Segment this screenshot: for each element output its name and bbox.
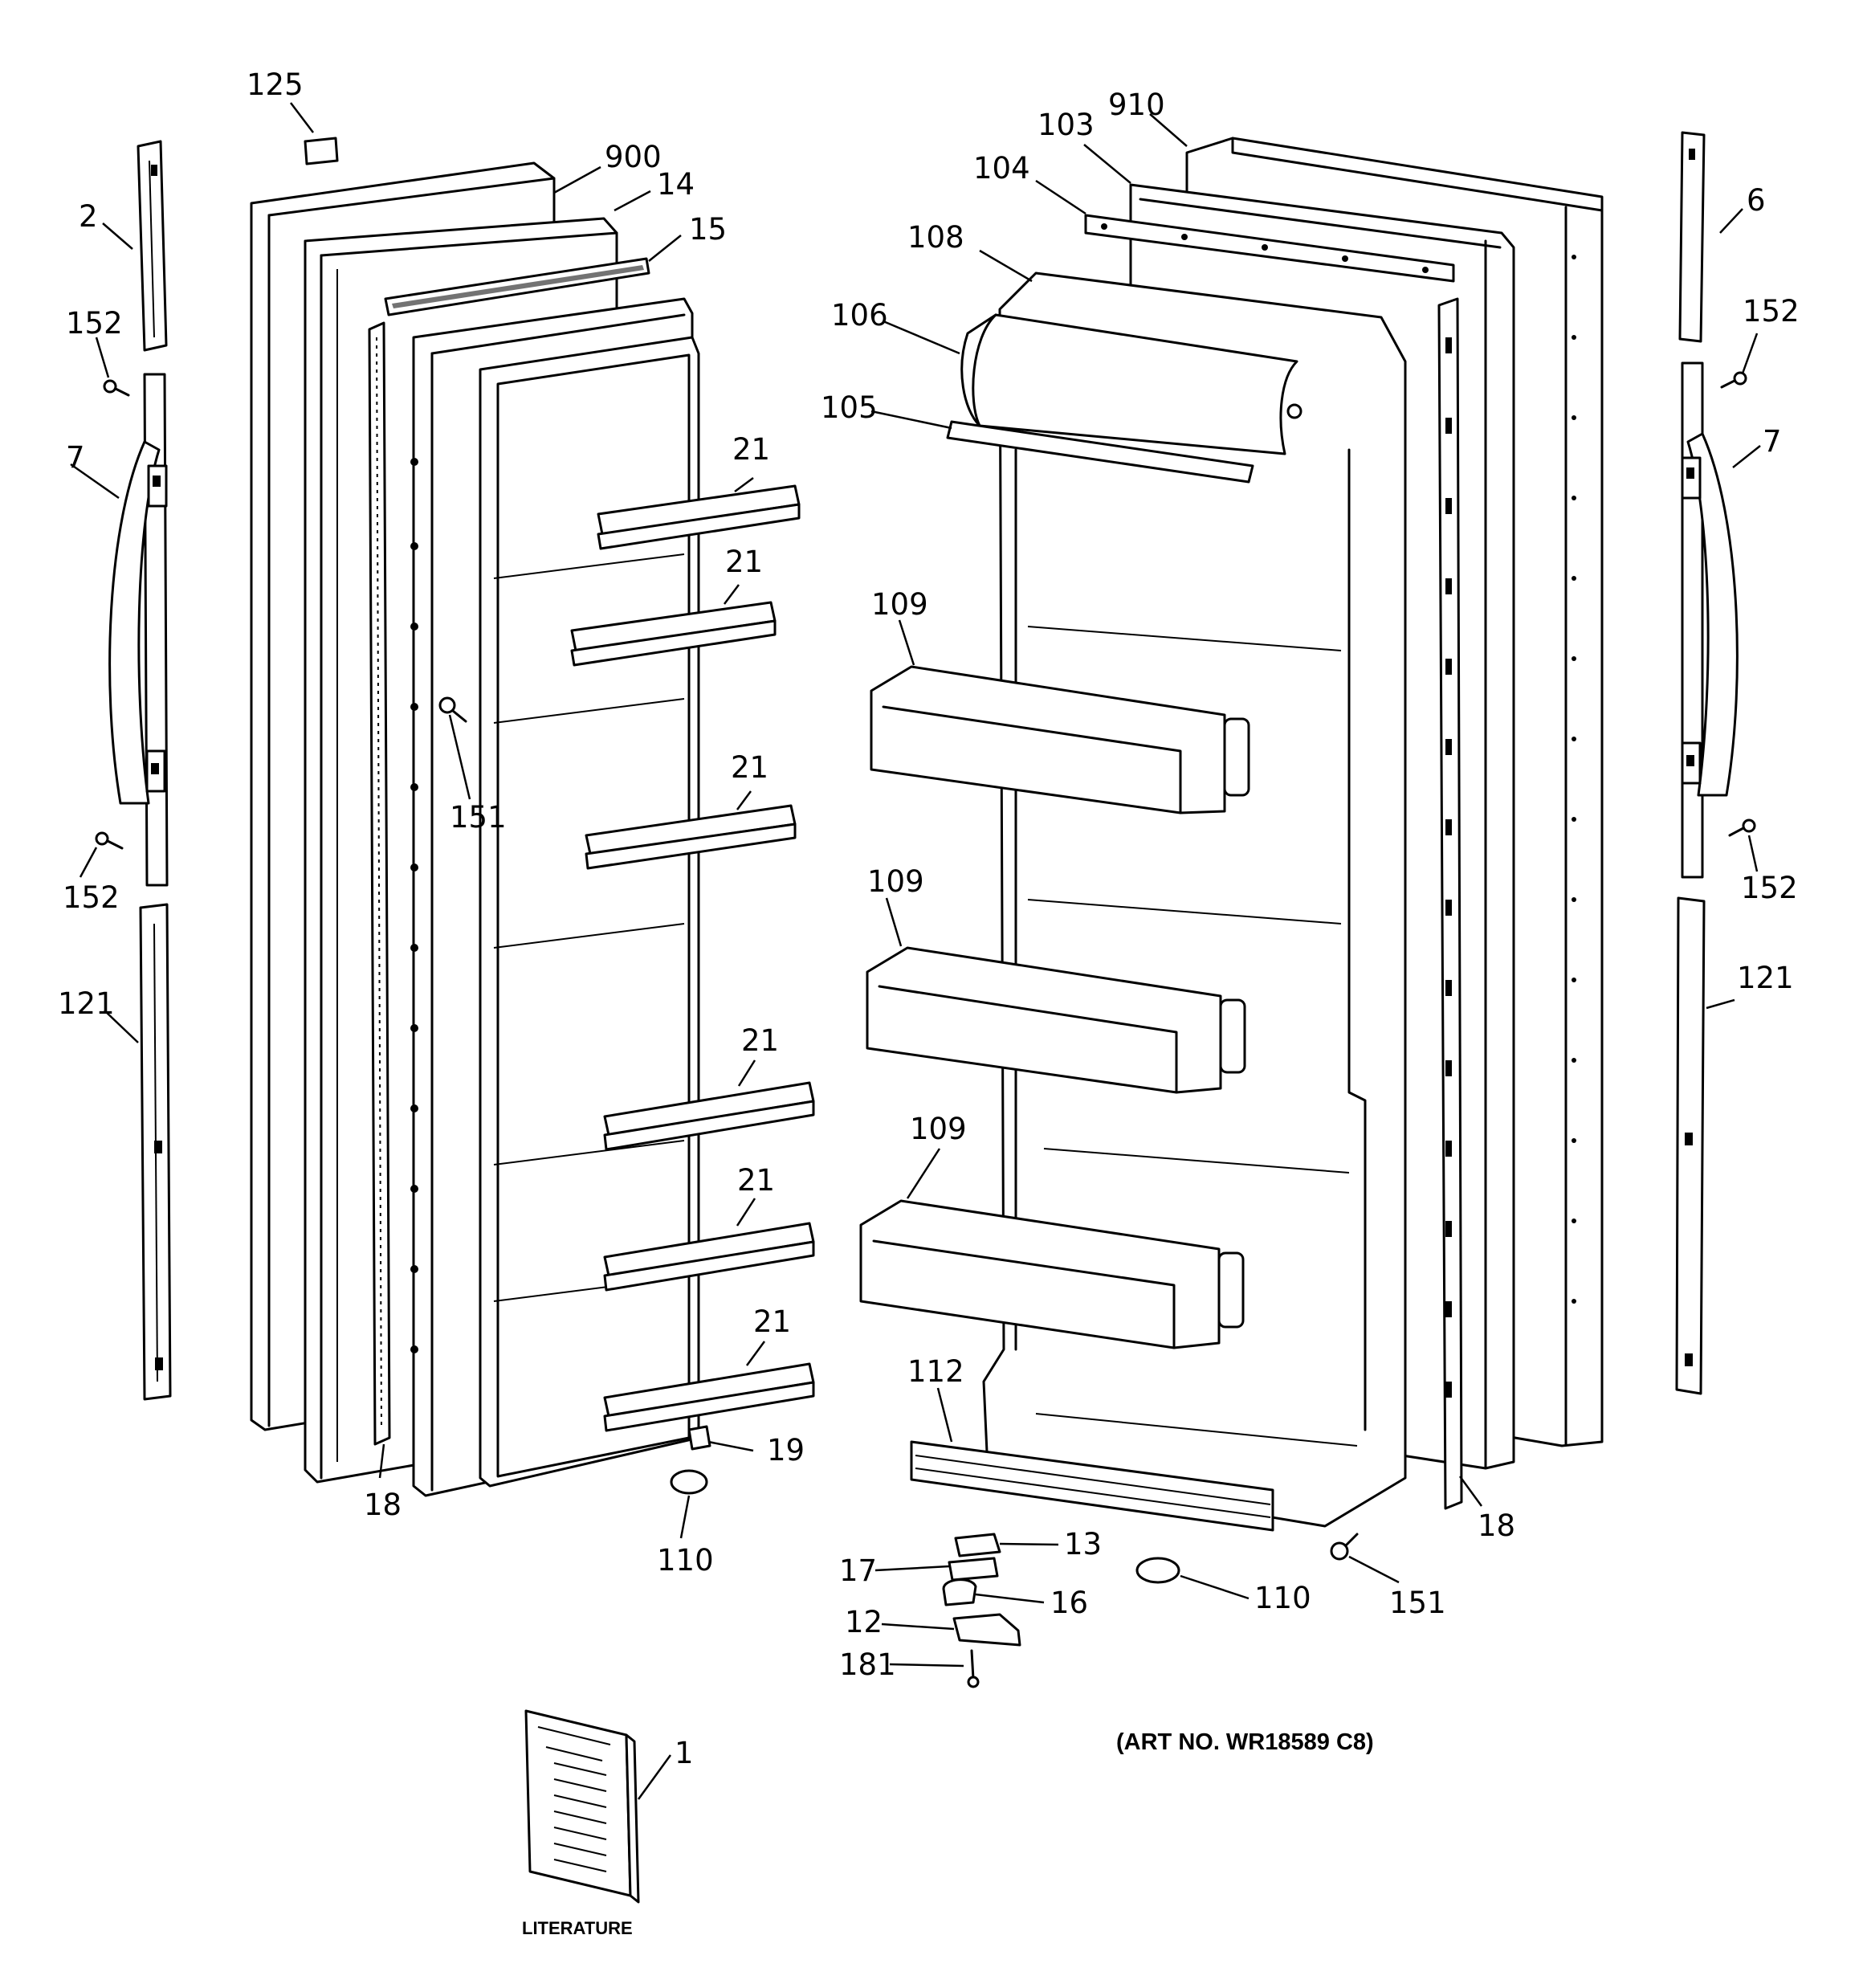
callout-152-left-top: 152 — [66, 306, 123, 341]
callout-7-left: 7 — [66, 440, 85, 475]
part-151-screw-right — [1330, 1533, 1359, 1561]
callout-900: 900 — [605, 140, 662, 174]
part-16-hinge-pin-bushing — [942, 1578, 977, 1606]
callout-2: 2 — [79, 199, 98, 234]
callout-121-right: 121 — [1737, 961, 1794, 995]
callout-13: 13 — [1064, 1527, 1102, 1561]
part-13-hinge-shim — [954, 1533, 1001, 1557]
callout-181: 181 — [839, 1647, 896, 1682]
callout-18-right: 18 — [1478, 1508, 1515, 1543]
callout-106: 106 — [831, 298, 888, 333]
callout-109-1: 109 — [871, 587, 928, 622]
part-21-shelf-5 — [603, 1222, 815, 1292]
callout-21-2: 21 — [725, 545, 763, 579]
callout-110-right: 110 — [1254, 1581, 1311, 1615]
callout-12: 12 — [845, 1605, 883, 1639]
callout-110-left: 110 — [657, 1543, 714, 1578]
part-21-shelf-4 — [603, 1081, 815, 1151]
fresh-food-door-assembly — [859, 137, 1604, 1532]
part-152-screw-right-bottom — [1728, 818, 1756, 837]
callout-151-right: 151 — [1389, 1586, 1446, 1620]
callout-15: 15 — [689, 212, 727, 247]
callout-21-3: 21 — [731, 750, 768, 785]
part-21-shelf-6 — [603, 1362, 815, 1432]
part-21-shelf-1 — [597, 484, 801, 550]
callout-6: 6 — [1747, 183, 1766, 218]
callout-152-right-top: 152 — [1743, 294, 1800, 329]
callout-152-left-bottom: 152 — [63, 880, 120, 915]
part-109-door-bin-2 — [866, 946, 1246, 1094]
part-21-shelf-3 — [585, 804, 797, 870]
part-109-door-bin-3 — [859, 1199, 1245, 1349]
callout-104: 104 — [973, 151, 1030, 186]
callout-21-1: 21 — [732, 432, 770, 467]
part-12-hinge-bracket — [952, 1613, 1021, 1647]
callout-152-right-bottom: 152 — [1741, 871, 1798, 905]
callout-21-5: 21 — [737, 1163, 775, 1198]
part-17-hinge-spacer — [948, 1557, 999, 1582]
callout-108: 108 — [907, 220, 964, 255]
callout-17: 17 — [839, 1553, 877, 1588]
bottom-hinge-assembly — [942, 1533, 1021, 1688]
callout-109-2: 109 — [867, 864, 924, 899]
callout-109-3: 109 — [910, 1112, 967, 1146]
part-105-dairy-door — [946, 420, 1254, 484]
callout-105: 105 — [821, 390, 878, 425]
part-152-screw-left-bottom — [95, 831, 124, 850]
callout-18-left: 18 — [364, 1488, 402, 1522]
callout-21-6: 21 — [753, 1304, 791, 1339]
callout-16: 16 — [1050, 1586, 1088, 1620]
callout-125: 125 — [247, 67, 304, 102]
left-handle-assembly — [95, 140, 172, 1401]
callout-7-right: 7 — [1763, 424, 1782, 459]
part-152-screw-right-top — [1720, 371, 1747, 389]
part-109-door-bin-1 — [870, 665, 1250, 814]
callout-leader-lines — [70, 102, 1761, 1800]
part-21-shelf-2 — [570, 601, 777, 667]
callout-121-left: 121 — [58, 986, 115, 1021]
part-108-fresh-food-inner-liner — [982, 271, 1407, 1528]
callout-103: 103 — [1037, 108, 1095, 142]
part-151-screw-freezer — [438, 696, 467, 723]
callout-151-freezer: 151 — [450, 800, 507, 835]
part-7-handle-right — [1681, 361, 1739, 879]
part-110-cap-right — [1135, 1557, 1180, 1584]
part-6-top-handle-trim — [1678, 131, 1706, 343]
part-1-literature-booklet — [524, 1709, 640, 1904]
callout-19: 19 — [767, 1433, 805, 1468]
part-19-hinge-clip — [687, 1425, 711, 1451]
literature-caption: LITERATURE — [522, 1918, 633, 1938]
callout-14: 14 — [657, 167, 695, 202]
callout-1: 1 — [675, 1736, 694, 1770]
part-110-cap-left — [670, 1469, 708, 1495]
right-handle-assembly — [1675, 131, 1756, 1395]
part-7-handle-left — [108, 373, 169, 887]
part-106-dairy-compartment — [960, 313, 1302, 455]
part-125-door-cap — [304, 137, 339, 165]
part-104-top-bracket — [1084, 214, 1455, 283]
callout-labels: 125 900 14 15 2 152 7 152 121 21 21 151 … — [58, 67, 1800, 1770]
freezer-door-assembly — [250, 137, 700, 1497]
freezer-door-shelves — [570, 484, 815, 1432]
part-181-hinge-screw — [967, 1649, 980, 1688]
callout-910: 910 — [1108, 88, 1165, 122]
callout-21-4: 21 — [741, 1023, 779, 1058]
art-number-caption: (ART NO. WR18589 C8) — [1116, 1729, 1374, 1755]
callout-112: 112 — [907, 1354, 964, 1389]
part-112-bottom-rail — [910, 1440, 1274, 1532]
part-121-bottom-trim-right — [1675, 896, 1706, 1395]
part-152-screw-left-top — [103, 379, 130, 397]
